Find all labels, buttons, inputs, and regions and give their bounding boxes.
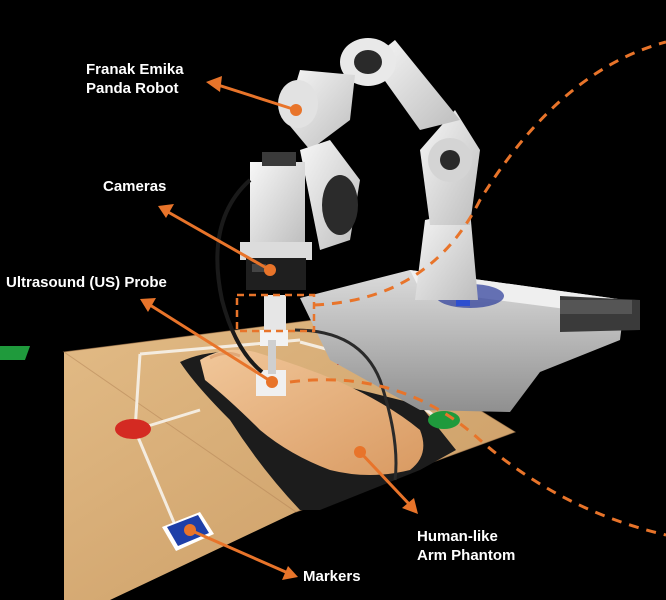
robot-base: [300, 270, 640, 412]
annotation-arrows: [140, 76, 418, 580]
dashed-callout-upper: [313, 40, 666, 307]
label-arm-phantom-line1: Human-like: [417, 528, 498, 545]
panda-robot-arm: [215, 38, 480, 481]
label-panda-robot: Franak Emika Panda Robot: [86, 60, 184, 98]
label-ultrasound-probe: Ultrasound (US) Probe: [6, 274, 167, 291]
label-arm-phantom-line2: Arm Phantom: [417, 547, 516, 564]
arm-phantom: [200, 349, 424, 475]
label-panda-robot-line2: Panda Robot: [86, 80, 179, 97]
probe-highlight-box: [235, 293, 316, 333]
label-markers: Markers: [303, 568, 361, 585]
label-arm-phantom: Human-like Arm Phantom: [417, 527, 515, 565]
label-cameras: Cameras: [103, 178, 167, 195]
marker-green-circle: [428, 411, 460, 429]
dashed-callout-lower: [289, 378, 666, 537]
marker-green-top: [0, 346, 31, 360]
marker-red-circle: [115, 419, 151, 439]
label-panda-robot-line1: Franak Emika: [86, 61, 184, 78]
